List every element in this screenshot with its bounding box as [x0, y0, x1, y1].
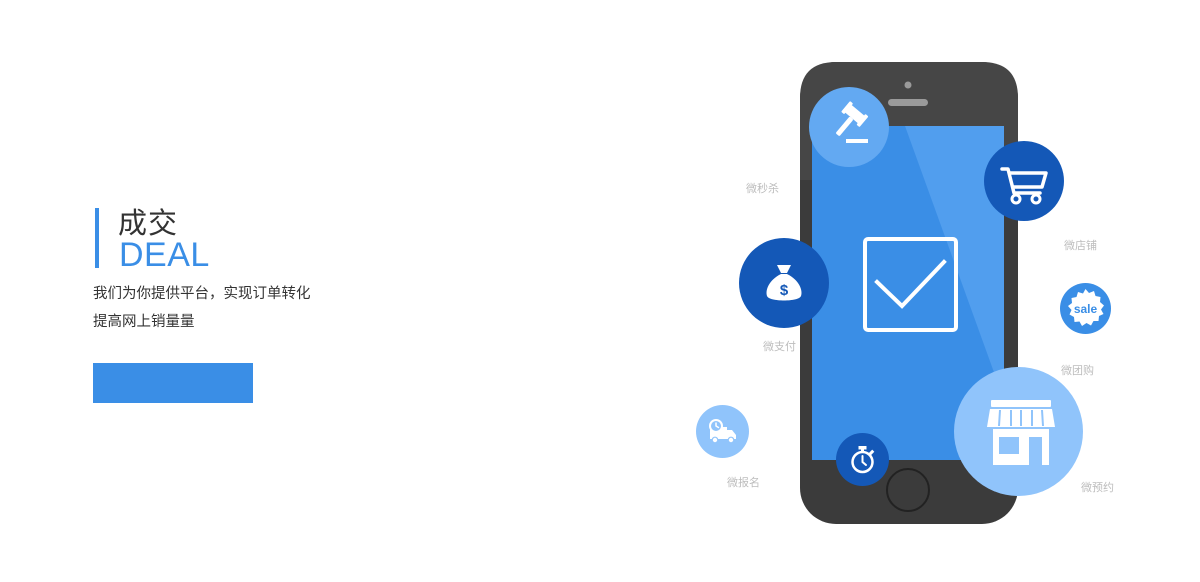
cta-button[interactable] [93, 363, 253, 403]
stopwatch-icon [851, 446, 875, 474]
check-mark [874, 259, 947, 309]
cart-icon [1000, 167, 1048, 205]
deal-section: 成交 DEAL 我们为你提供平台，实现订单转化 提高网上销量量 [93, 206, 311, 403]
pay-feature-button[interactable]: $ [739, 238, 829, 328]
signup-feature-button[interactable] [696, 405, 749, 458]
section-subtitle: DEAL [119, 236, 210, 274]
svg-text:sale: sale [1074, 302, 1098, 316]
reserve-label: 微预约 [1081, 481, 1114, 494]
section-title: 成交 [118, 206, 179, 240]
title-accent-bar [95, 208, 99, 268]
section-description: 我们为你提供平台，实现订单转化 提高网上销量量 [93, 280, 311, 336]
description-line-1: 我们为你提供平台，实现订单转化 [93, 286, 311, 302]
home-button [886, 468, 930, 512]
gavel-icon [836, 101, 869, 143]
seckill-label: 微秒杀 [746, 182, 779, 195]
groupbuy-label: 微团购 [1061, 364, 1094, 377]
phone-speaker [888, 99, 928, 106]
phone-camera [904, 81, 912, 89]
signup-label: 微报名 [727, 476, 760, 489]
delivery-truck-icon [709, 419, 736, 444]
check-box [863, 237, 958, 332]
shop-feature-button[interactable] [984, 141, 1064, 221]
storefront-icon [987, 400, 1055, 465]
description-line-2: 提高网上销量量 [93, 314, 195, 330]
seckill-feature-button[interactable] [809, 87, 889, 167]
money-bag-icon: $ [766, 265, 802, 301]
groupbuy-feature-button[interactable]: sale [1060, 283, 1111, 334]
reserve-feature-button[interactable] [954, 367, 1083, 496]
pay-label: 微支付 [763, 340, 796, 353]
svg-text:$: $ [780, 282, 789, 299]
timer-feature-button[interactable] [836, 433, 889, 486]
sale-badge-icon: sale [1068, 289, 1104, 326]
shop-label: 微店铺 [1064, 239, 1097, 252]
